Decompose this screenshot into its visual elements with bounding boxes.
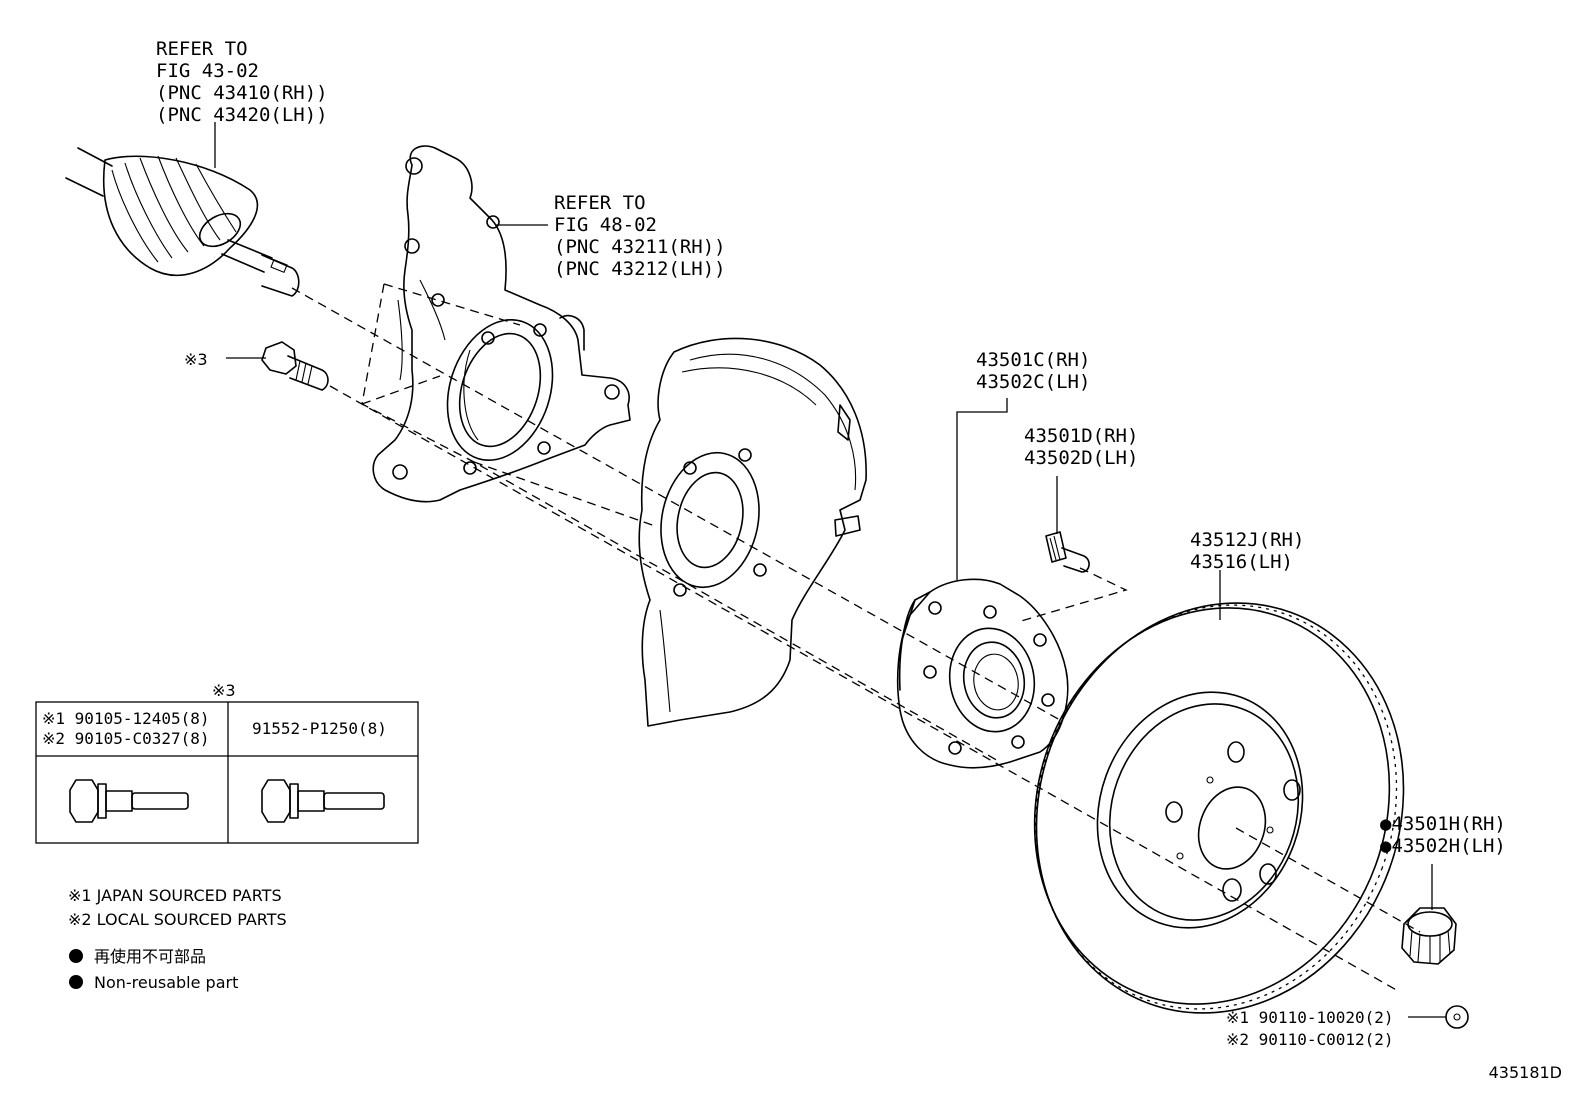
flange-bolt-icon <box>69 779 189 823</box>
legend-non-reusable-en: Non-reusable part <box>94 973 238 992</box>
part-number: 43502D(LH) <box>1024 447 1138 469</box>
drive-shaft-drawing <box>65 147 300 297</box>
flange-bolt-drawing <box>261 341 329 391</box>
part-number: 43501C(RH) <box>976 349 1090 371</box>
part-number: 43516(LH) <box>1190 551 1293 573</box>
bolt-table-title: ※3 <box>212 681 236 700</box>
bolt-table: ※3 ※1 90105-12405(8) ※2 90105-C0327(8) 9… <box>35 681 419 844</box>
part-number: ※2 90110-C0012(2) <box>1226 1030 1394 1049</box>
flange-bolt-icon <box>261 779 385 823</box>
knuckle-callout: REFER TO FIG 48-02 (PNC 43211(RH)) (PNC … <box>554 192 726 280</box>
part-number: ●43502H(LH) <box>1380 835 1506 857</box>
callout-line: (PNC 43212(LH)) <box>554 258 726 280</box>
callout-line: REFER TO <box>156 38 248 60</box>
hub-bolt-drawing <box>1045 531 1090 573</box>
bolt-ref-label: ※3 <box>184 350 208 369</box>
non-reusable-bullet-icon <box>69 975 83 989</box>
legend-japan: ※1 JAPAN SOURCED PARTS <box>68 886 282 905</box>
steering-knuckle-drawing <box>372 145 631 503</box>
diagram-id: 435181D <box>1489 1063 1562 1082</box>
part-number: 43512J(RH) <box>1190 529 1304 551</box>
callout-line: FIG 43-02 <box>156 60 259 82</box>
callout-line: REFER TO <box>554 192 646 214</box>
part-number: ●43501H(RH) <box>1380 813 1506 835</box>
callout-line: (PNC 43410(RH)) <box>156 82 328 104</box>
hub-nut-drawing <box>1401 907 1457 965</box>
non-reusable-bullet-icon <box>69 949 83 963</box>
leader-lines <box>214 122 1446 1018</box>
bolt-part-number: ※1 90105-12405(8) <box>42 709 210 728</box>
legend-non-reusable-jp: 再使用不可部品 <box>94 947 206 966</box>
hub-bolt-callout: 43501D(RH) 43502D(LH) <box>1024 425 1138 469</box>
assembly-lines <box>291 283 1421 993</box>
bolt-part-number: 91552-P1250(8) <box>252 719 387 738</box>
hub-callout: 43501C(RH) 43502C(LH) <box>976 349 1090 393</box>
rotor-callout: 43512J(RH) 43516(LH) <box>1190 529 1304 573</box>
legend-local: ※2 LOCAL SOURCED PARTS <box>68 910 287 929</box>
part-number: ※1 90110-10020(2) <box>1226 1008 1394 1027</box>
screw-callout: ※1 90110-10020(2) ※2 90110-C0012(2) <box>1226 1008 1394 1049</box>
bolt-part-number: ※2 90105-C0327(8) <box>42 729 210 748</box>
set-screw-drawing <box>1445 1005 1469 1029</box>
part-number: 43501D(RH) <box>1024 425 1138 447</box>
callout-line: (PNC 43420(LH)) <box>156 104 328 126</box>
legend: ※1 JAPAN SOURCED PARTS ※2 LOCAL SOURCED … <box>68 886 287 992</box>
hub-bearing-drawing <box>896 578 1069 769</box>
part-number: 43502C(LH) <box>976 371 1090 393</box>
callout-line: FIG 48-02 <box>554 214 657 236</box>
callout-line: (PNC 43211(RH)) <box>554 236 726 258</box>
disc-rotor-drawing <box>1033 602 1405 1014</box>
driveshaft-callout: REFER TO FIG 43-02 (PNC 43410(RH)) (PNC … <box>156 38 328 126</box>
dust-cover-drawing <box>638 337 867 727</box>
hub-nut-callout: ●43501H(RH) ●43502H(LH) <box>1380 813 1506 857</box>
